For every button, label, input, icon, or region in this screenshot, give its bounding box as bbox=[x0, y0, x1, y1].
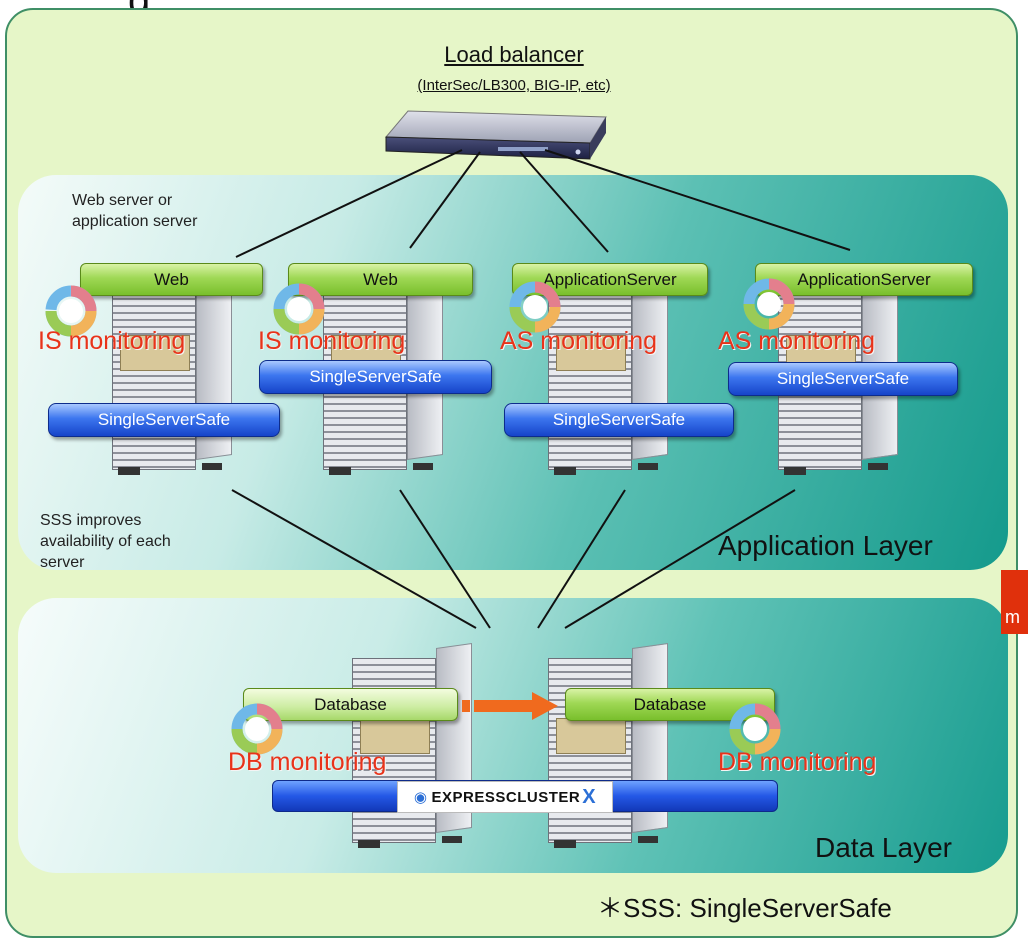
cycle-arrows-icon bbox=[743, 278, 795, 330]
product-label-sss-4: SingleServerSafe bbox=[728, 362, 958, 396]
monitoring-label-as-1: AS monitoring bbox=[500, 327, 658, 355]
load-balancer-title: Load balancer bbox=[444, 42, 584, 67]
replication-arrow-icon bbox=[462, 692, 558, 720]
cycle-arrows-icon bbox=[729, 703, 781, 755]
product-label-sss-1: SingleServerSafe bbox=[48, 403, 280, 437]
role-label-web-2: Web bbox=[288, 263, 473, 296]
cycle-arrows-icon bbox=[231, 703, 283, 755]
load-balancer-subtitle: (InterSec/LB300, BIG-IP, etc) bbox=[417, 77, 611, 94]
data-layer-label: Data Layer bbox=[815, 832, 952, 863]
note-server-type: Web server or application server bbox=[72, 192, 198, 230]
role-label-appserver-2: ApplicationServer bbox=[755, 263, 973, 296]
monitoring-label-is-1: IS monitoring bbox=[38, 327, 186, 355]
monitoring-label-db-2: DB monitoring bbox=[718, 748, 877, 776]
data-layer-panel bbox=[18, 598, 1008, 873]
db-server-2 bbox=[548, 642, 673, 848]
load-balancer-appliance-icon bbox=[384, 110, 607, 160]
app-server-1 bbox=[548, 269, 673, 475]
role-label-database-1: Database bbox=[243, 688, 458, 721]
cycle-arrows-icon bbox=[45, 285, 97, 337]
cycle-arrows-icon bbox=[273, 283, 325, 335]
product-label-sss-3: SingleServerSafe bbox=[504, 403, 734, 437]
role-label-web-1: Web bbox=[80, 263, 263, 296]
monitoring-label-as-2: AS monitoring bbox=[718, 327, 876, 355]
cycle-arrows-icon bbox=[509, 281, 561, 333]
web-server-1 bbox=[112, 269, 237, 475]
application-layer-label: Application Layer bbox=[718, 530, 933, 561]
footnote: ＊SSS: SingleServerSafe bbox=[597, 893, 892, 923]
monitoring-label-db-1: DB monitoring bbox=[228, 748, 387, 776]
monitoring-label-is-2: IS monitoring bbox=[258, 327, 406, 355]
note-sss-improves: SSS improves availability of each server bbox=[40, 512, 171, 571]
edge-tab: m bbox=[1001, 570, 1028, 634]
product-label-sss-2: SingleServerSafe bbox=[259, 360, 492, 394]
